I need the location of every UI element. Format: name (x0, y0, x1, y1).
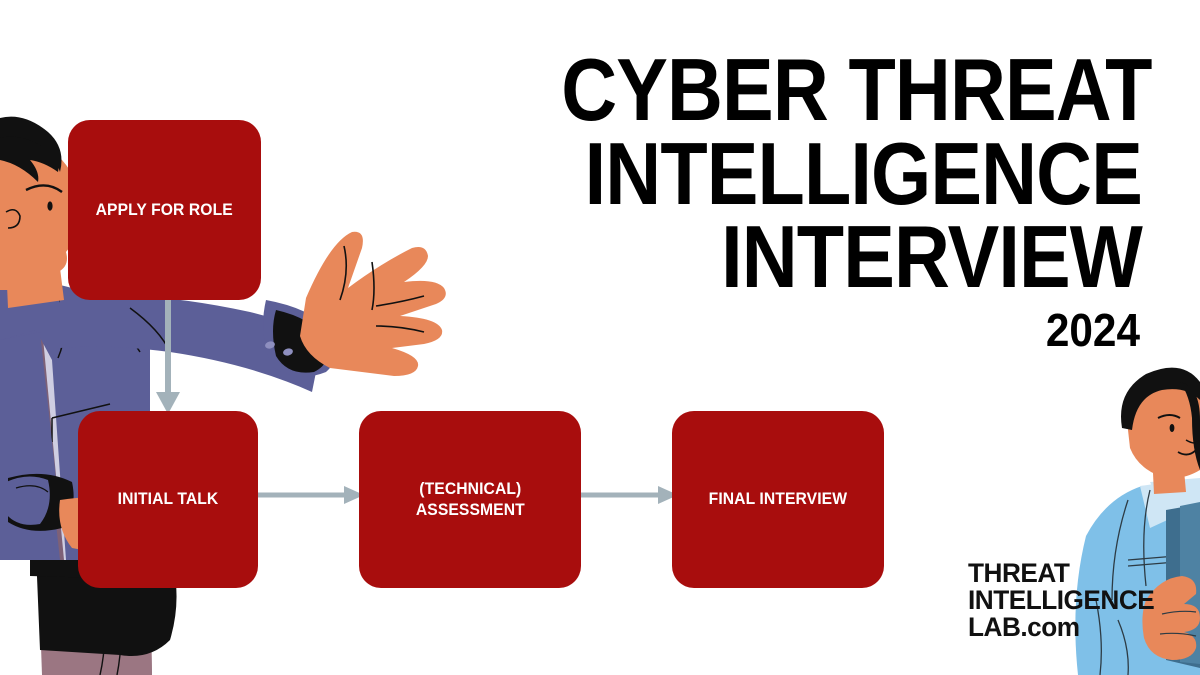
flow-step-label: FINAL INTERVIEW (708, 490, 848, 509)
title-line-3: INTERVIEW (721, 207, 1143, 307)
flow-step-label: (TECHNICAL) ASSESSMENT (415, 480, 525, 519)
title-year: 2024 (1045, 303, 1140, 356)
flow-step-final-interview[interactable]: FINAL INTERVIEW (672, 411, 884, 588)
flow-step-technical-assessment[interactable]: (TECHNICAL) ASSESSMENT (359, 411, 581, 588)
flow-step-label: INITIAL TALK (117, 490, 219, 509)
arrow-apply-to-initial (156, 296, 180, 414)
logo-line-1: THREAT (968, 558, 1070, 588)
title-line-1: CYBER THREAT (561, 40, 1152, 139)
flow-step-label: APPLY FOR ROLE (95, 200, 234, 219)
arrow-initial-to-assessment (254, 486, 364, 504)
logo-line-2: INTELLIGENCE (968, 585, 1155, 615)
logo-line-3: LAB.com (968, 612, 1080, 642)
title-line-2: INTELLIGENCE (584, 123, 1143, 223)
arrow-assessment-to-final (576, 486, 678, 504)
flow-step-apply-for-role[interactable]: APPLY FOR ROLE (68, 120, 261, 300)
poster-title: CYBER THREAT INTELLIGENCE INTERVIEW 2024 (482, 40, 1152, 356)
flow-step-initial-talk[interactable]: INITIAL TALK (78, 411, 258, 588)
brand-logo[interactable]: THREAT INTELLIGENCE LAB.com (968, 560, 1160, 641)
